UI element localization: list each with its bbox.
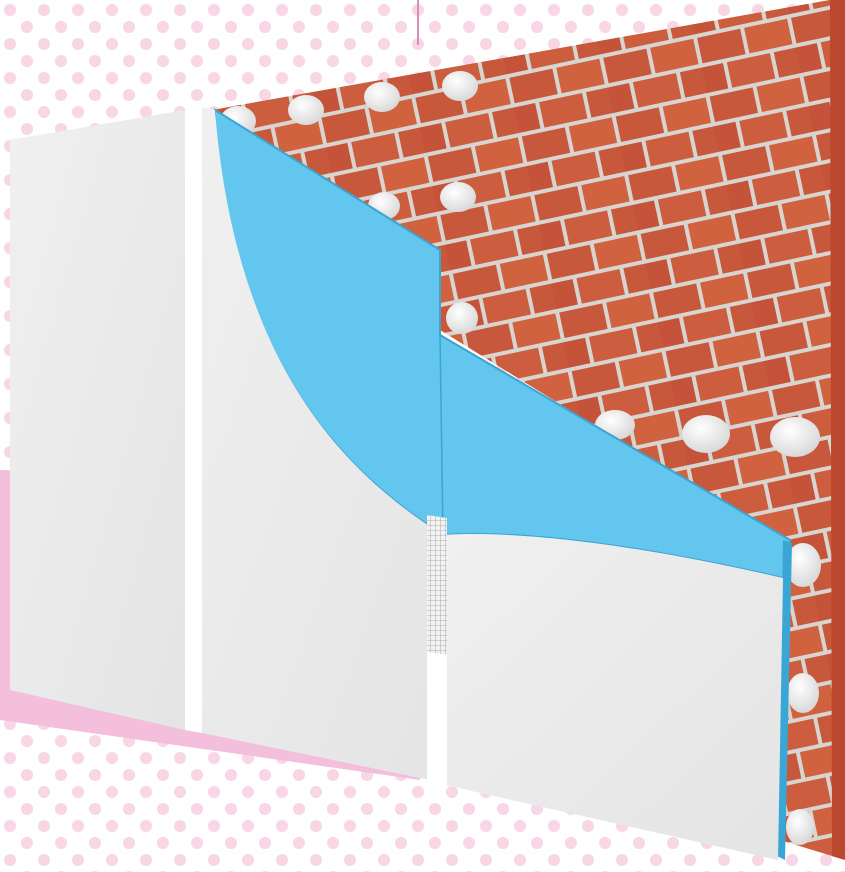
adhesive-dab	[364, 82, 400, 112]
adhesive-dab	[288, 95, 324, 125]
fiberglass-mesh-strip	[427, 515, 447, 655]
adhesive-dab	[786, 809, 814, 845]
adhesive-dab	[440, 182, 476, 212]
plaster-joint-strip	[427, 652, 447, 786]
plaster-gap-strip	[185, 107, 202, 733]
plaster-panel-left	[10, 110, 185, 730]
adhesive-dab	[442, 71, 478, 101]
adhesive-dab	[770, 417, 820, 457]
adhesive-dab	[446, 302, 478, 334]
brick-wall-side-edge	[830, 0, 845, 860]
adhesive-dab	[787, 673, 819, 713]
adhesive-dab	[682, 415, 730, 453]
